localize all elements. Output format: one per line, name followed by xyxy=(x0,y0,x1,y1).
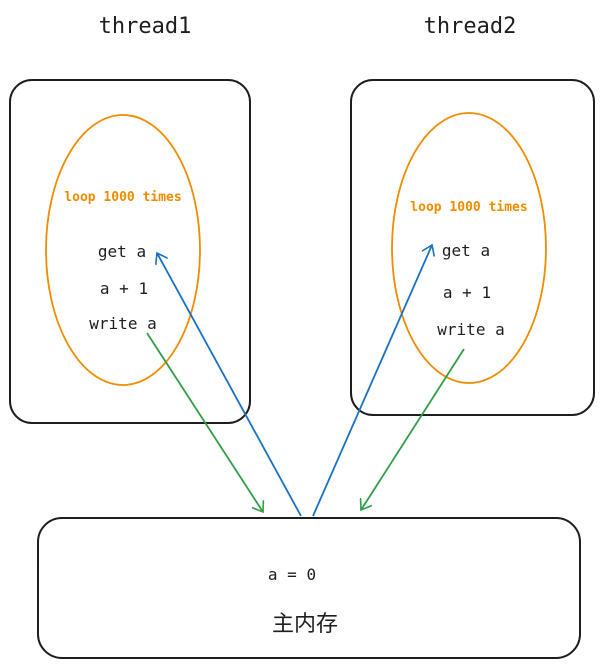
thread2-box xyxy=(350,79,595,416)
thread1-step-increment: a + 1 xyxy=(100,279,148,298)
thread1-box xyxy=(9,79,251,424)
main-memory-box xyxy=(37,517,581,659)
thread1-title: thread1 xyxy=(99,14,192,39)
thread1-step-write: write a xyxy=(89,314,156,333)
thread1-write-arrow xyxy=(146,332,263,512)
thread2-group: thread2 loop 1000 times get a a + 1 writ… xyxy=(350,14,595,416)
memory-value-label: a = 0 xyxy=(268,565,316,584)
thread1-group: thread1 loop 1000 times get a a + 1 writ… xyxy=(9,14,251,424)
thread1-loop-ellipse xyxy=(45,114,201,386)
thread2-step-get: get a xyxy=(442,241,490,260)
thread2-write-arrow xyxy=(361,348,465,510)
thread1-read-arrow xyxy=(157,253,302,517)
thread2-loop-label: loop 1000 times xyxy=(410,200,527,215)
thread2-loop-ellipse xyxy=(391,112,547,384)
thread2-step-write: write a xyxy=(437,320,504,339)
thread2-read-arrow xyxy=(312,245,432,517)
thread1-loop-label: loop 1000 times xyxy=(64,190,181,205)
thread2-step-increment: a + 1 xyxy=(443,283,491,302)
memory-title: 主内存 xyxy=(272,612,338,637)
thread1-step-get: get a xyxy=(98,242,146,261)
main-memory-group: a = 0 主内存 xyxy=(37,517,581,659)
thread2-title: thread2 xyxy=(424,14,517,39)
